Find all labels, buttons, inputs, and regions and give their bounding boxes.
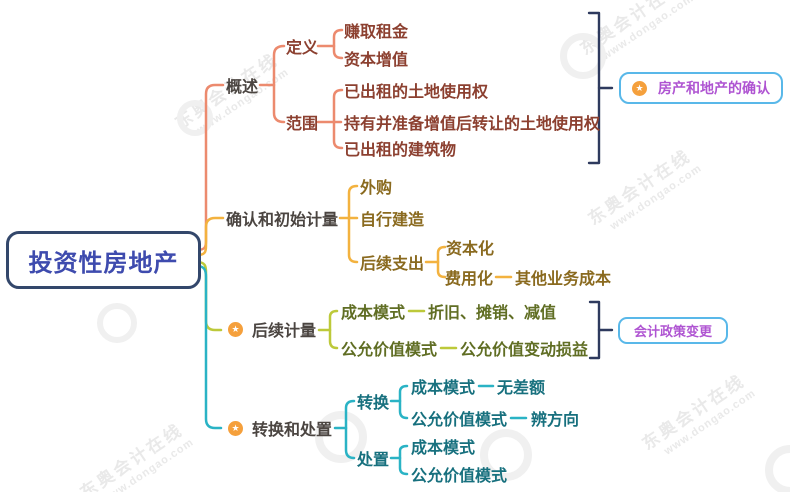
node-fair-value-model-label[interactable]: 公允价值模式	[341, 342, 438, 359]
leaf-transfer-fair-value-model[interactable]: 公允价值模式	[411, 412, 508, 429]
star-icon: ★	[228, 420, 243, 436]
leaf-fair-value-change-gain-loss[interactable]: 公允价值变动损益	[460, 342, 589, 359]
leaf-no-difference[interactable]: 无差额	[497, 380, 546, 397]
leaf-leased-land-use-right[interactable]: 已出租的土地使用权	[344, 84, 489, 101]
leaf-outsourced-purchase[interactable]: 外购	[360, 180, 393, 197]
root-node-label: 投资性房地产	[28, 249, 179, 277]
note-property-recognition[interactable]: ★ 房产和地产的确认	[619, 72, 783, 104]
leaf-transfer-cost-model[interactable]: 成本模式	[411, 380, 476, 397]
node-disposal-label[interactable]: 处置	[357, 452, 390, 469]
node-transfer-label[interactable]: 转换	[357, 395, 390, 412]
root-node[interactable]: 投资性房地产	[6, 231, 201, 289]
leaf-expensed[interactable]: 费用化	[445, 271, 494, 288]
node-cost-model-label[interactable]: 成本模式	[341, 305, 406, 322]
node-scope-label[interactable]: 范围	[286, 116, 319, 133]
leaf-depreciation-amortization-impairment[interactable]: 折旧、摊销、减值	[428, 305, 557, 322]
branch-subsequent-measurement-label: 后续计量	[252, 323, 317, 340]
branch-transfer-disposal-label: 转换和处置	[252, 422, 333, 439]
star-icon: ★	[632, 80, 647, 96]
leaf-capital-appreciation[interactable]: 资本增值	[344, 52, 409, 69]
leaf-land-held-for-appreciation-transfer[interactable]: 持有并准备增值后转让的土地使用权	[344, 116, 601, 133]
leaf-self-construction[interactable]: 自行建造	[360, 212, 425, 229]
note-property-recognition-label: 房产和地产的确认	[658, 80, 770, 96]
leaf-other-business-cost[interactable]: 其他业务成本	[515, 271, 612, 288]
leaf-disposal-cost-model[interactable]: 成本模式	[411, 440, 476, 457]
note-accounting-policy-change[interactable]: 会计政策变更	[618, 317, 728, 344]
node-definition-label[interactable]: 定义	[286, 40, 319, 57]
branch-subsequent-measurement[interactable]: ★ 后续计量	[228, 317, 316, 341]
leaf-disposal-fair-value-model[interactable]: 公允价值模式	[411, 468, 508, 485]
leaf-leased-building[interactable]: 已出租的建筑物	[344, 142, 457, 159]
branch-overview-label[interactable]: 概述	[226, 79, 259, 96]
leaf-capitalized[interactable]: 资本化	[446, 241, 495, 258]
branch-transfer-disposal[interactable]: ★ 转换和处置	[228, 416, 332, 440]
branch-initial-measurement-label[interactable]: 确认和初始计量	[226, 212, 339, 229]
node-subsequent-expenditure-label[interactable]: 后续支出	[360, 256, 425, 273]
star-icon: ★	[228, 321, 243, 337]
leaf-earn-rent[interactable]: 赚取租金	[344, 24, 409, 41]
note-accounting-policy-change-label: 会计政策变更	[633, 324, 712, 339]
leaf-identify-direction[interactable]: 辨方向	[531, 412, 580, 429]
